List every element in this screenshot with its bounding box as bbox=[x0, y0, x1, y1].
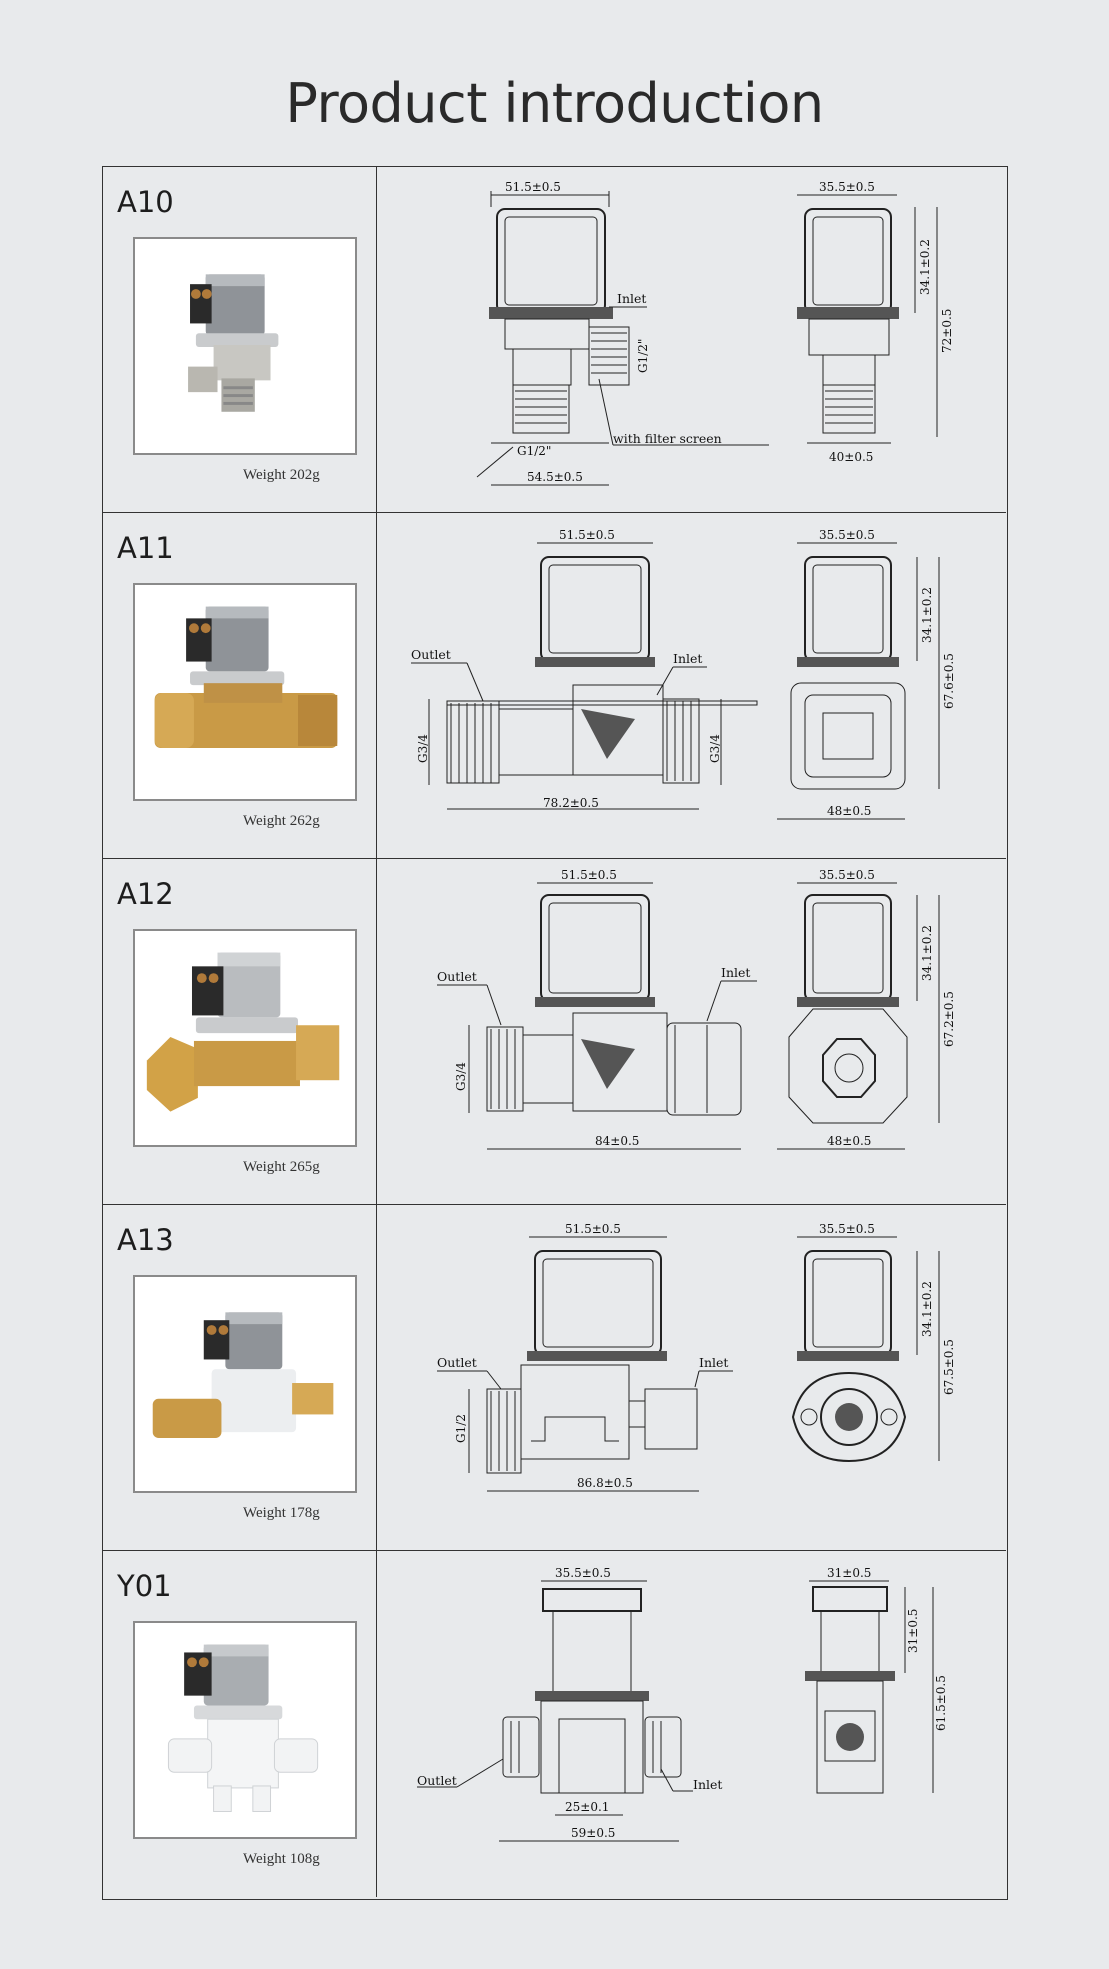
product-weight: Weight 262g bbox=[243, 813, 320, 829]
dim-side-top: 35.5±0.5 bbox=[819, 1222, 875, 1236]
dim-thread-right: G3/4 bbox=[708, 734, 722, 763]
product-weight: Weight 108g bbox=[243, 1851, 320, 1867]
dim-side-v1: 34.1±0.2 bbox=[918, 239, 932, 295]
dim-front-bottom: 84±0.5 bbox=[595, 1134, 639, 1148]
technical-drawing: 35.5±0.5 Outlet Inlet 25±0.1 59±0.5 31±0… bbox=[377, 1551, 1006, 1897]
dim-front-top: 51.5±0.5 bbox=[565, 1222, 621, 1236]
dim-thread-bottom: G1/2" bbox=[517, 444, 551, 458]
product-row-a10: A10 Weight 202g bbox=[103, 167, 1006, 513]
label-filter-note: with filter screen bbox=[613, 431, 722, 446]
product-info-cell: A11 Weight 262g bbox=[103, 513, 377, 858]
product-photo bbox=[133, 1275, 357, 1493]
dim-front-top: 51.5±0.5 bbox=[505, 180, 561, 194]
dim-side-top: 35.5±0.5 bbox=[819, 528, 875, 542]
dim-side-v2: 67.2±0.5 bbox=[942, 991, 956, 1047]
dim-front-top: 51.5±0.5 bbox=[561, 868, 617, 882]
technical-drawing: 51.5±0.5 Outlet Inlet G3/4 G3/4 bbox=[377, 513, 1006, 858]
page-title: Product introduction bbox=[285, 72, 824, 135]
dim-side-bottom: 48±0.5 bbox=[827, 1134, 871, 1148]
dim-front-bottom: 86.8±0.5 bbox=[577, 1476, 633, 1490]
dim-front-bottom2: 59±0.5 bbox=[571, 1826, 615, 1840]
dim-side-top: 35.5±0.5 bbox=[819, 180, 875, 194]
label-inlet: Inlet bbox=[699, 1355, 728, 1370]
product-photo bbox=[133, 583, 357, 801]
product-weight: Weight 202g bbox=[243, 467, 320, 483]
dim-side-v1: 34.1±0.2 bbox=[920, 925, 934, 981]
dim-thread-left: G1/2 bbox=[454, 1414, 468, 1443]
dim-side-bottom: 48±0.5 bbox=[827, 804, 871, 818]
model-name: Y01 bbox=[117, 1569, 172, 1603]
product-info-cell: A10 Weight 202g bbox=[103, 167, 377, 512]
dim-thread-left: G3/4 bbox=[416, 734, 430, 763]
dim-thread-left: G3/4 bbox=[454, 1062, 468, 1091]
technical-drawing: 51.5±0.5 54.5±0.5 Inlet G1/2" G1/2" with… bbox=[377, 167, 1006, 512]
label-outlet: Outlet bbox=[411, 647, 451, 662]
dim-side-v1: 34.1±0.2 bbox=[920, 1281, 934, 1337]
dim-front-top: 35.5±0.5 bbox=[555, 1566, 611, 1580]
label-outlet: Outlet bbox=[437, 1355, 477, 1370]
model-name: A13 bbox=[117, 1223, 174, 1257]
dim-front-bottom1: 25±0.1 bbox=[565, 1800, 609, 1814]
product-info-cell: Y01 Weight 108g bbox=[103, 1551, 377, 1897]
technical-drawing: 51.5±0.5 Outlet Inlet G3/4 84±0.5 bbox=[377, 859, 1006, 1204]
product-weight: Weight 265g bbox=[243, 1159, 320, 1175]
product-info-cell: A13 Weight 178g bbox=[103, 1205, 377, 1550]
product-info-cell: A12 Weight 265g bbox=[103, 859, 377, 1204]
product-row-a13: A13 Weight 178g 51.5±0.5 bbox=[103, 1205, 1006, 1551]
dim-side-top: 31±0.5 bbox=[827, 1566, 871, 1580]
dim-side-v1: 34.1±0.2 bbox=[920, 587, 934, 643]
label-outlet: Outlet bbox=[417, 1773, 457, 1788]
product-row-a12: A12 Weight 265g 51.5±0.5 bbox=[103, 859, 1006, 1205]
product-photo bbox=[133, 1621, 357, 1839]
dim-side-bottom: 40±0.5 bbox=[829, 450, 873, 464]
dim-side-v2: 72±0.5 bbox=[940, 309, 954, 353]
dim-thread-side: G1/2" bbox=[636, 339, 650, 373]
dim-side-top: 35.5±0.5 bbox=[819, 868, 875, 882]
product-row-y01: Y01 Weight 108g 35 bbox=[103, 1551, 1006, 1897]
product-row-a11: A11 Weight 262g 51.5±0.5 bbox=[103, 513, 1006, 859]
technical-drawing: 51.5±0.5 Outlet Inlet G1/2 86.8±0.5 bbox=[377, 1205, 1006, 1550]
product-photo bbox=[133, 929, 357, 1147]
product-weight: Weight 178g bbox=[243, 1505, 320, 1521]
dim-side-v2: 67.5±0.5 bbox=[942, 1339, 956, 1395]
dim-side-v2: 67.6±0.5 bbox=[942, 653, 956, 709]
label-inlet: Inlet bbox=[693, 1777, 722, 1792]
product-table: A10 Weight 202g bbox=[102, 166, 1008, 1900]
label-inlet: Inlet bbox=[673, 651, 702, 666]
model-name: A12 bbox=[117, 877, 174, 911]
dim-front-top: 51.5±0.5 bbox=[559, 528, 615, 542]
label-outlet: Outlet bbox=[437, 969, 477, 984]
dim-side-v1: 31±0.5 bbox=[906, 1609, 920, 1653]
dim-side-v2: 61.5±0.5 bbox=[934, 1675, 948, 1731]
product-photo bbox=[133, 237, 357, 455]
label-inlet: Inlet bbox=[617, 291, 646, 306]
model-name: A10 bbox=[117, 185, 174, 219]
model-name: A11 bbox=[117, 531, 174, 565]
dim-front-bottom: 78.2±0.5 bbox=[543, 796, 599, 810]
label-inlet: Inlet bbox=[721, 965, 750, 980]
dim-front-bottom: 54.5±0.5 bbox=[527, 470, 583, 484]
